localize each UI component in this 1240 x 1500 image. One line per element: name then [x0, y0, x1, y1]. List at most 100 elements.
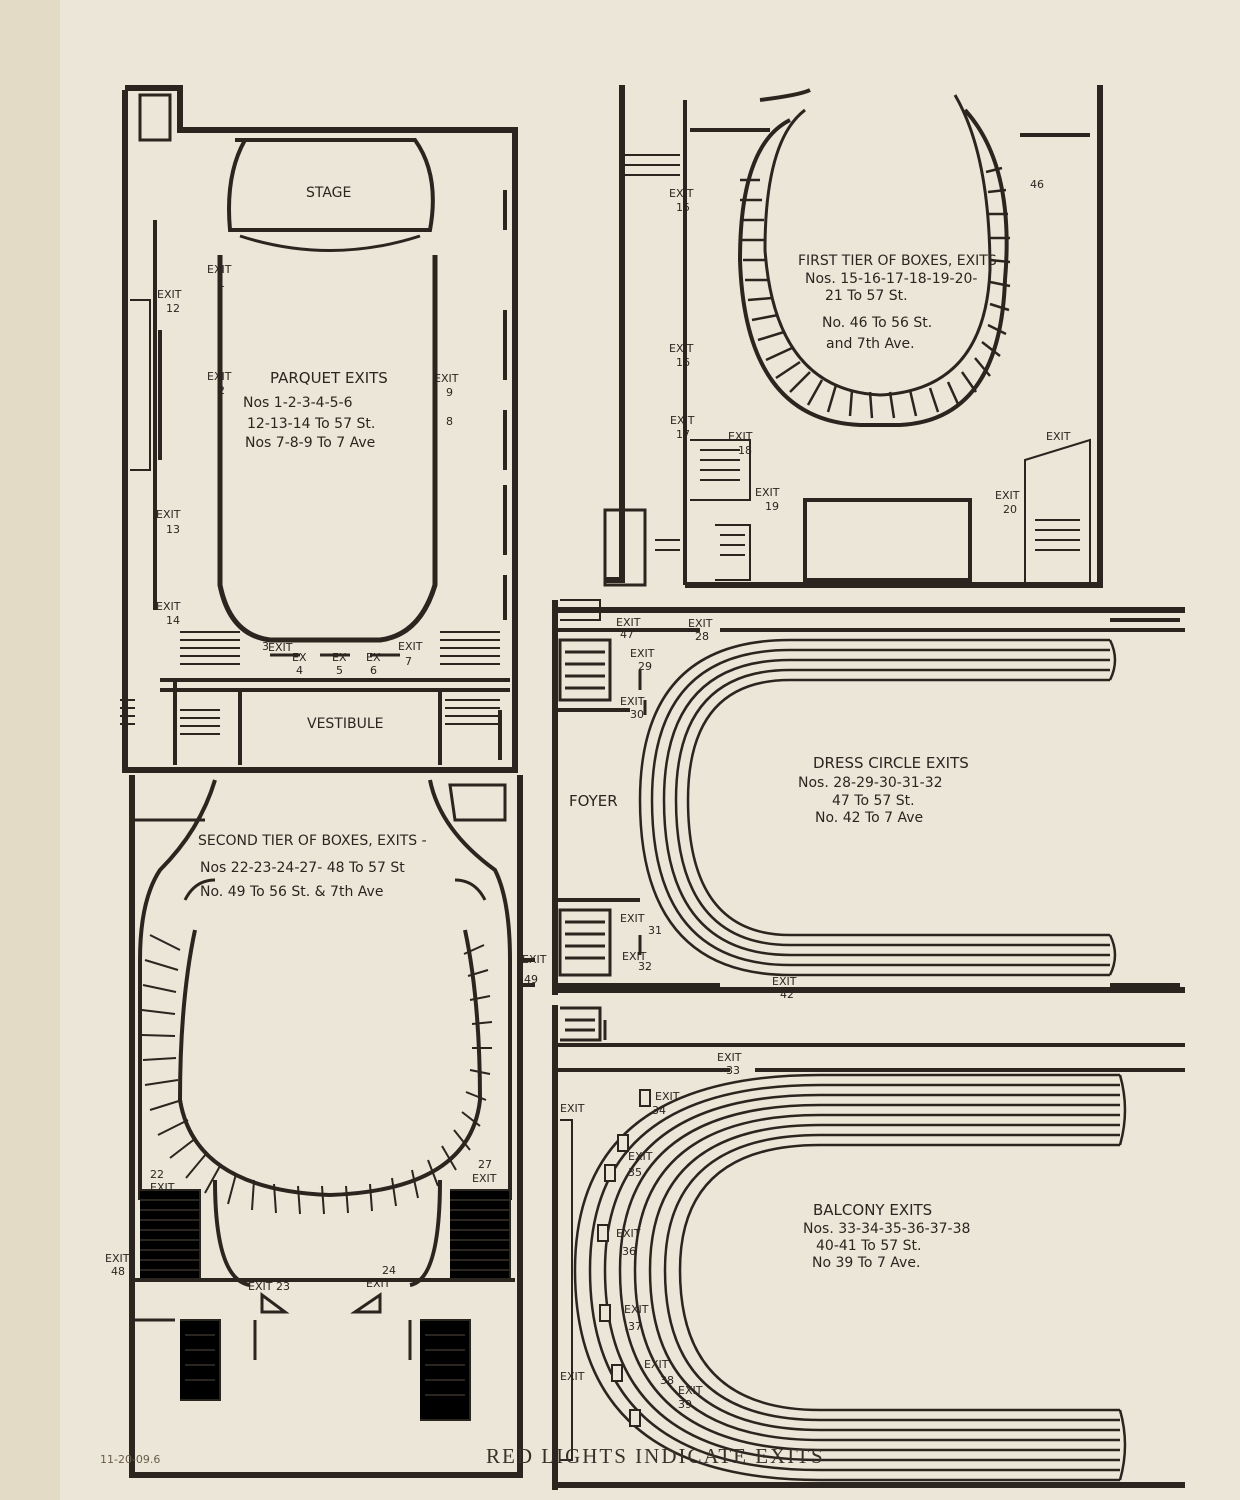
- dress-circle-line-1: Nos. 28-29-30-31-32: [798, 775, 943, 791]
- parquet-title: PARQUET EXITS: [270, 369, 388, 387]
- exit-number: 29: [638, 660, 652, 673]
- exit-word: EXIT: [105, 1252, 130, 1265]
- exit-word: EXIT: [670, 414, 695, 427]
- balcony-line-3: No 39 To 7 Ave.: [812, 1255, 920, 1271]
- ex-word: EX: [366, 651, 381, 664]
- exit-word: EXIT: [620, 912, 645, 925]
- exit-word: EXIT: [630, 647, 655, 660]
- first-tier-line-1: Nos. 15-16-17-18-19-20-: [805, 271, 977, 287]
- second-tier-line-2: No. 49 To 56 St. & 7th Ave: [200, 884, 383, 900]
- exit-word: EXIT: [207, 370, 232, 383]
- balcony-rows: [573, 1073, 1127, 1482]
- exit-number: 20: [1003, 503, 1017, 516]
- exit-number: 48: [111, 1265, 125, 1278]
- exit-word: EXIT: [622, 950, 647, 963]
- exit-number: 46: [1030, 178, 1044, 191]
- exit-number: 32: [638, 960, 652, 973]
- exit-number: 37: [628, 1320, 642, 1333]
- exit-23-label: EXIT 23: [248, 1280, 290, 1293]
- exit-word: EXIT: [560, 1370, 585, 1383]
- exit-number: 18: [738, 444, 752, 457]
- exit-number: 27: [478, 1158, 492, 1171]
- exit-number: 33: [726, 1064, 740, 1077]
- exit-word: EXIT: [755, 486, 780, 499]
- dress-circle-rows: [638, 638, 1117, 977]
- exit-word: EXIT: [268, 641, 293, 654]
- ex-word: EX: [332, 651, 347, 664]
- exit-word: EXIT: [157, 288, 182, 301]
- exit-word: EXIT: [624, 1303, 649, 1316]
- second-tier-title: SECOND TIER OF BOXES, EXITS -: [198, 833, 427, 849]
- balcony-line-1: Nos. 33-34-35-36-37-38: [803, 1221, 970, 1237]
- exit-word: EXIT: [1046, 430, 1071, 443]
- exit-number: 31: [648, 924, 662, 937]
- balcony-boxes: [597, 1089, 651, 1427]
- parquet-exit-labels: EXIT 1 EXIT 2 3 EXIT EX 4 EX 5 EX 6 EXIT…: [156, 263, 459, 677]
- exit-word: EXIT: [772, 975, 797, 988]
- dress-circle-title: DRESS CIRCLE EXITS: [813, 754, 969, 772]
- exit-word: EXIT: [620, 695, 645, 708]
- exit-number: 2: [218, 384, 225, 397]
- exit-number: 7: [405, 655, 412, 668]
- exit-number: 49: [524, 973, 538, 986]
- exit-word: EXIT: [156, 600, 181, 613]
- exit-number: 1: [218, 277, 225, 290]
- exit-word: EXIT: [644, 1358, 669, 1371]
- exit-number: 9: [446, 386, 453, 399]
- exit-number: 13: [166, 523, 180, 536]
- exit-number: 14: [166, 614, 180, 627]
- archive-note: 11-20-09.6: [100, 1453, 160, 1466]
- foyer-label: FOYER: [569, 792, 618, 810]
- vestibule-label: VESTIBULE: [307, 716, 384, 732]
- exit-word: EXIT: [398, 640, 423, 653]
- balcony-line-2: 40-41 To 57 St.: [816, 1238, 921, 1254]
- exit-word: EXIT: [669, 342, 694, 355]
- balcony-plan: BALCONY EXITS Nos. 33-34-35-36-37-38 40-…: [552, 1005, 1185, 1490]
- second-tier-plan: SECOND TIER OF BOXES, EXITS - Nos 22-23-…: [105, 775, 547, 1478]
- exit-word: EXIT: [156, 508, 181, 521]
- exit-word: EXIT: [616, 1227, 641, 1240]
- exit-word: EXIT: [434, 372, 459, 385]
- exit-word: EXIT: [560, 1102, 585, 1115]
- exit-number: 24: [382, 1264, 396, 1277]
- exit-number: 42: [780, 988, 794, 1001]
- exit-number: 36: [622, 1245, 636, 1258]
- exit-number: 30: [630, 708, 644, 721]
- exit-number: 6: [370, 664, 377, 677]
- exit-word: EXIT: [728, 430, 753, 443]
- first-tier-line-2: 21 To 57 St.: [825, 288, 908, 304]
- first-tier-line-3: No. 46 To 56 St.: [822, 315, 932, 331]
- exit-word: EXIT: [150, 1181, 175, 1194]
- ex-word: EX: [292, 651, 307, 664]
- parquet-line-1: Nos 1-2-3-4-5-6: [243, 395, 353, 411]
- exit-number: 12: [166, 302, 180, 315]
- exit-number: 19: [765, 500, 779, 513]
- exit-word: EXIT: [616, 616, 641, 629]
- exit-number: 38: [660, 1374, 674, 1387]
- exit-word: EXIT: [669, 187, 694, 200]
- second-tier-line-1: Nos 22-23-24-27- 48 To 57 St: [200, 860, 405, 876]
- first-tier-title: FIRST TIER OF BOXES, EXITS: [798, 253, 997, 269]
- first-tier-plan: FIRST TIER OF BOXES, EXITS Nos. 15-16-17…: [603, 85, 1103, 588]
- balcony-exit-labels: EXIT 33 EXIT EXIT 34 EXIT 35 EXIT 36 EXI…: [560, 1051, 742, 1411]
- exit-word: EXIT: [522, 953, 547, 966]
- dress-circle-exit-labels: EXIT 47 EXIT 28 EXIT 29 EXIT 30 EXIT 31 …: [616, 616, 797, 1001]
- exit-word: EXIT: [995, 489, 1020, 502]
- binding-edge: [0, 0, 60, 1500]
- second-tier-exit-labels: 22 EXIT EXIT 23 24 EXIT 27 EXIT EXIT 48 …: [105, 953, 547, 1293]
- exit-word: EXIT: [678, 1384, 703, 1397]
- exit-word: EXIT: [366, 1277, 391, 1290]
- exit-number: 47: [620, 628, 634, 641]
- parquet-line-3: Nos 7-8-9 To 7 Ave: [245, 435, 375, 451]
- balcony-title: BALCONY EXITS: [813, 1201, 932, 1219]
- exit-number: 16: [676, 356, 690, 369]
- exit-word: EXIT: [207, 263, 232, 276]
- exit-word: EXIT: [472, 1172, 497, 1185]
- box-partitions: [740, 166, 1011, 419]
- first-tier-line-4: and 7th Ave.: [826, 336, 915, 352]
- exit-number: 39: [678, 1398, 692, 1411]
- stage-label: STAGE: [306, 185, 351, 201]
- exit-number: 5: [336, 664, 343, 677]
- box-partitions: [141, 934, 493, 1215]
